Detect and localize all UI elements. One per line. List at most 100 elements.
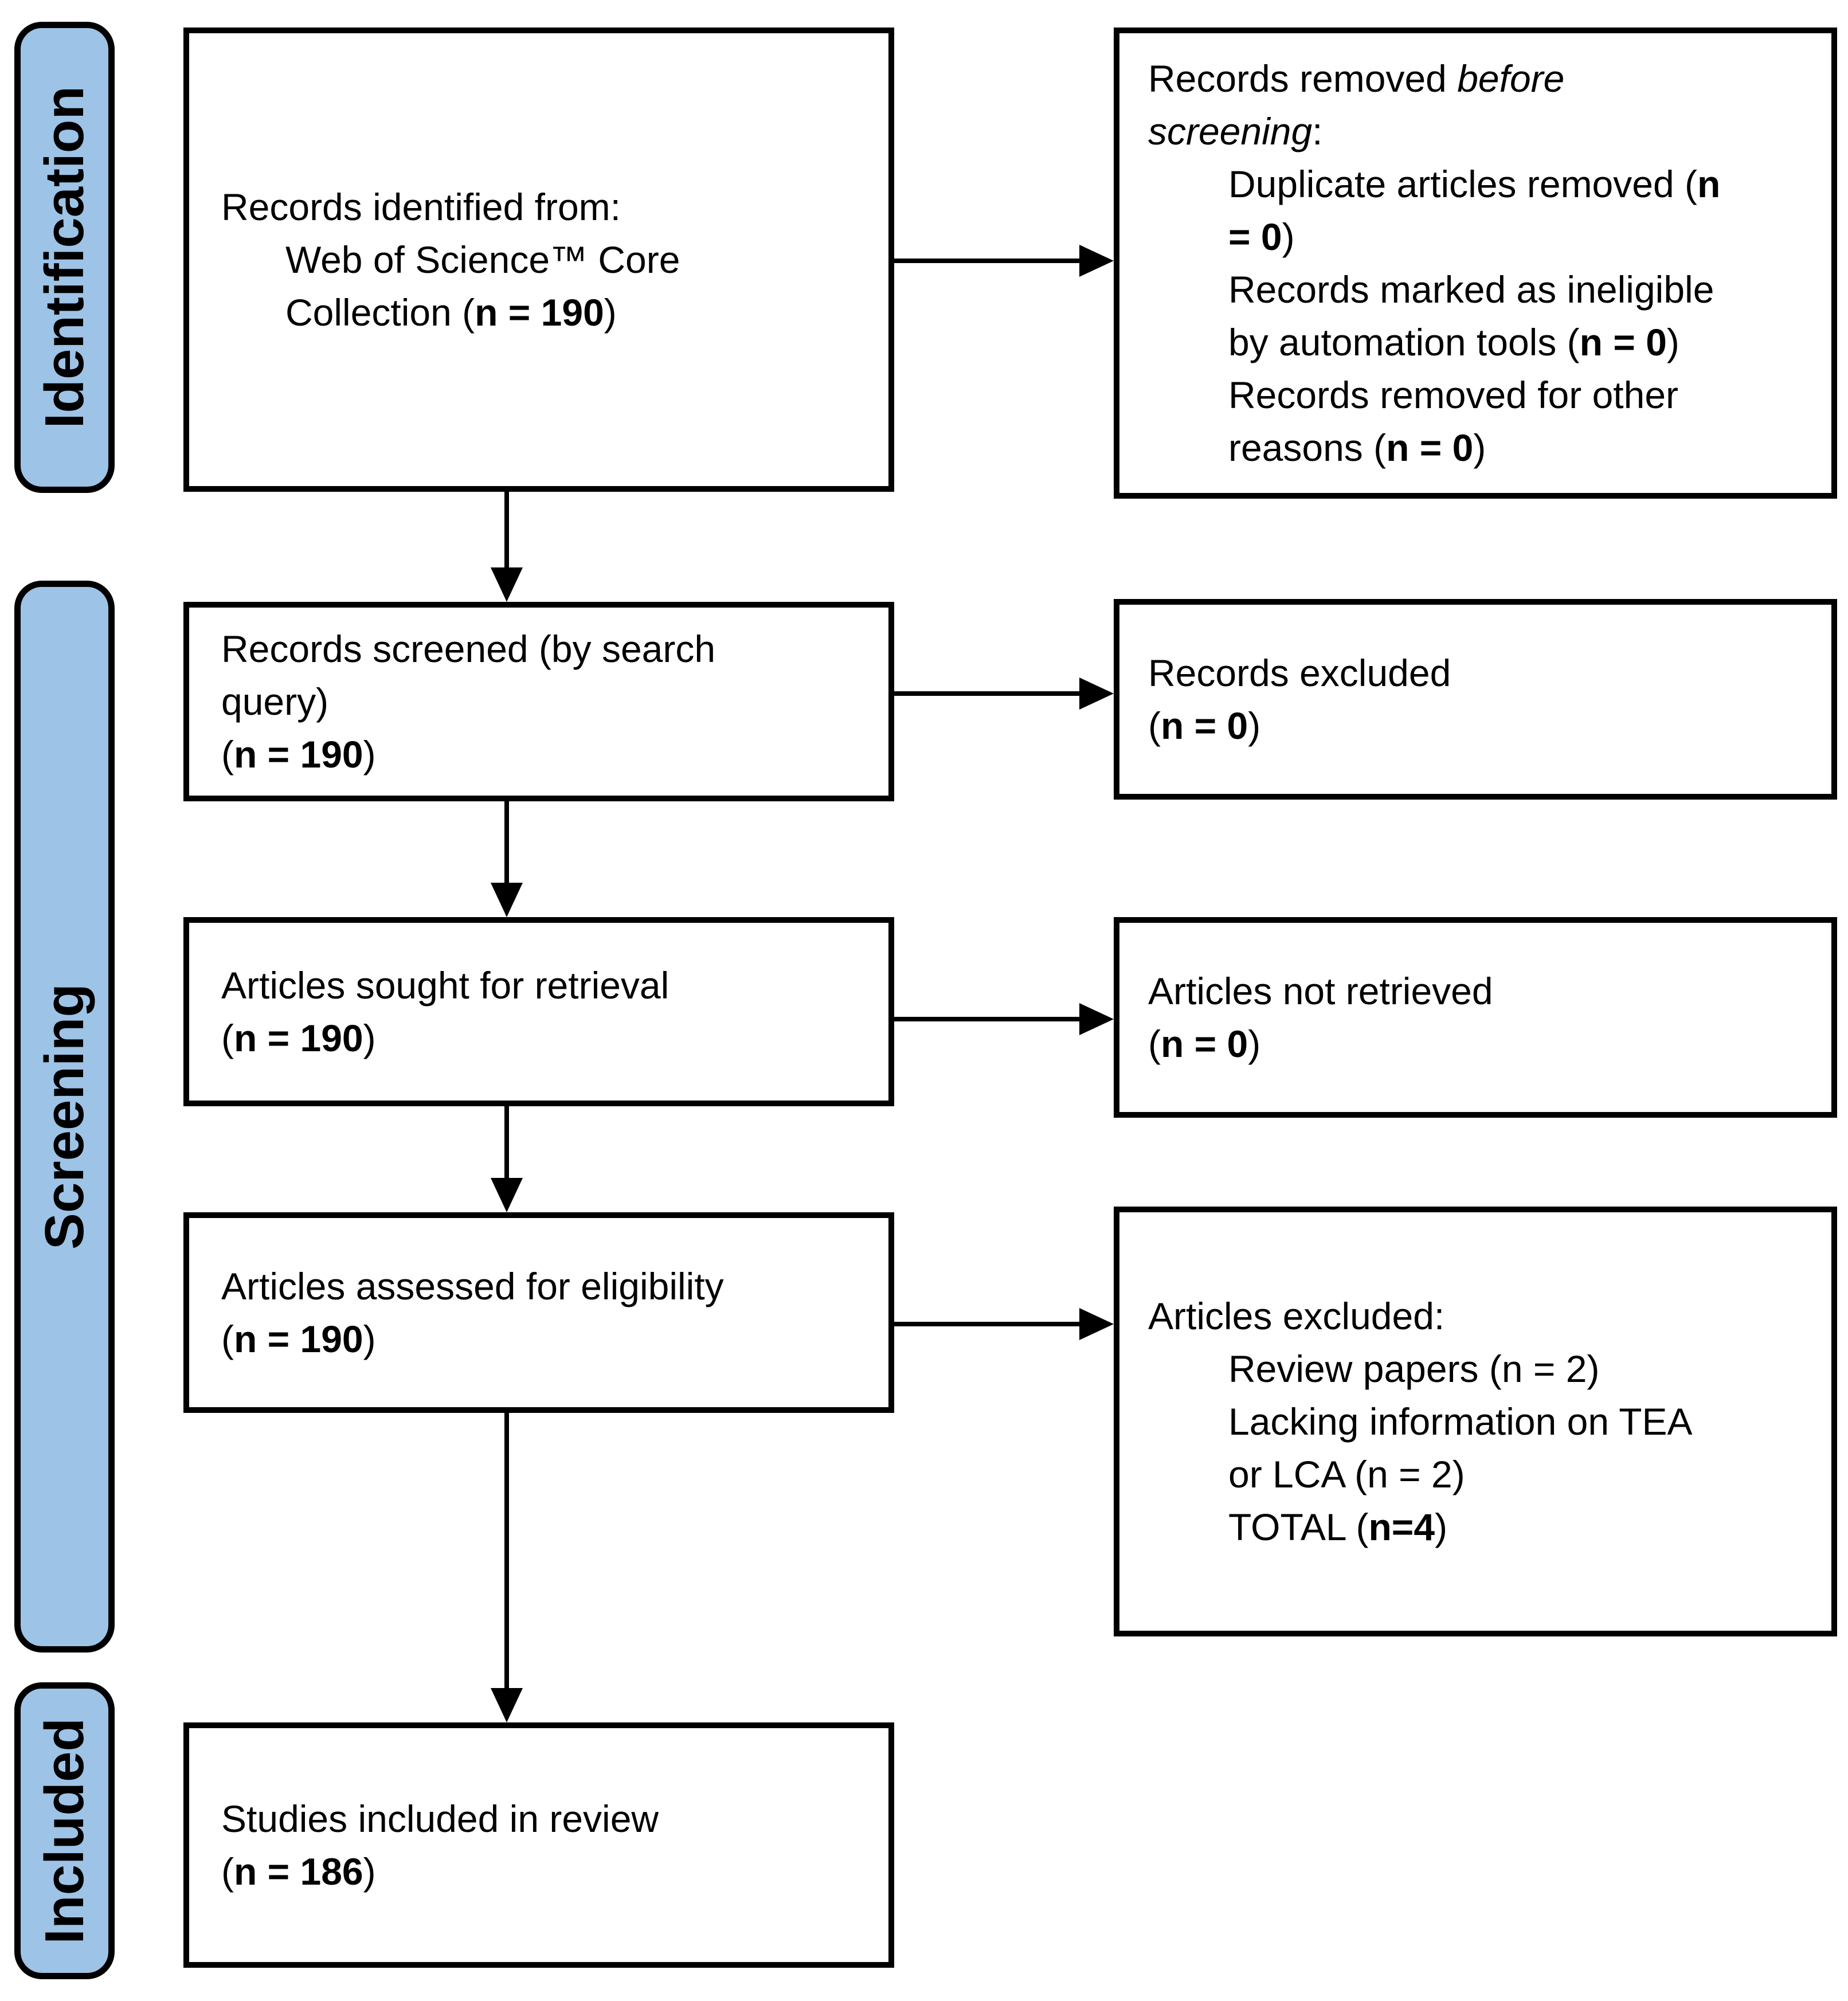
count-value: n = 186: [233, 1850, 363, 1893]
text-segment: Web of Science™ Core: [285, 238, 680, 281]
text-segment: Records identified from:: [221, 186, 621, 228]
arrow-sought-to-assessed-line: [504, 1106, 509, 1178]
text-line: Web of Science™ Core: [221, 233, 882, 286]
text-segment: Review papers (n = 2): [1228, 1348, 1600, 1390]
text-line: (n = 186): [221, 1845, 882, 1898]
text-segment: Lacking information on TEA: [1228, 1400, 1693, 1443]
box-articles-sought: Articles sought for retrieval (n = 190): [183, 917, 894, 1106]
count-value: n = 190: [233, 733, 363, 776]
text-segment: Duplicate articles removed (: [1228, 163, 1697, 205]
arrow-sought-to-not-retrieved-line: [894, 1017, 1079, 1021]
text-line: screening:: [1148, 105, 1824, 158]
stage-identification: Identification: [14, 22, 115, 493]
count-value: n = 0: [1160, 1023, 1248, 1065]
text-line: Articles not retrieved: [1148, 965, 1824, 1017]
text-segment: Articles assessed for eligibility: [221, 1265, 724, 1307]
text-line: query): [221, 675, 882, 728]
text-segment: Articles excluded:: [1148, 1295, 1445, 1337]
text-segment: ): [363, 1318, 376, 1360]
text-line: (n = 0): [1148, 1017, 1824, 1070]
text-line: by automation tools (n = 0): [1148, 316, 1824, 369]
text-line: (n = 190): [221, 728, 882, 781]
text-segment: (: [221, 1017, 234, 1059]
arrow-sought-to-assessed-head: [491, 1178, 523, 1212]
text-line: Articles excluded:: [1148, 1290, 1824, 1342]
text-line: Records marked as ineligible: [1148, 263, 1824, 316]
arrow-screened-to-excluded-head: [1079, 678, 1114, 710]
text-line: Duplicate articles removed (n: [1148, 158, 1824, 210]
stage-screening: Screening: [14, 581, 115, 1653]
arrow-assessed-to-articles-excluded-line: [894, 1322, 1079, 1326]
text-segment: Studies included in review: [221, 1798, 659, 1840]
text-line: Collection (n = 190): [221, 286, 882, 339]
text-line: Records screened (by search: [221, 622, 882, 675]
text-line: Records removed for other: [1148, 369, 1824, 421]
stage-included: Included: [14, 1682, 115, 1979]
box-records-screened-text: Records screened (by search query) (n = …: [189, 622, 888, 781]
box-studies-included-text: Studies included in review (n = 186): [189, 1792, 888, 1898]
text-segment: Records screened (by search: [221, 628, 716, 670]
count-value: n = 190: [233, 1318, 363, 1360]
arrow-assessed-to-included-head: [491, 1688, 523, 1722]
text-segment: by automation tools (: [1228, 321, 1580, 363]
text-segment: ): [1282, 216, 1295, 258]
text-line: Records excluded: [1148, 647, 1824, 699]
count-value: n = 190: [233, 1017, 363, 1059]
text-segment: Records removed: [1148, 57, 1458, 100]
text-segment: Records removed for other: [1228, 374, 1679, 416]
text-line: Articles assessed for eligibility: [221, 1260, 882, 1313]
stage-screening-label: Screening: [33, 983, 95, 1250]
box-records-identified-text: Records identified from: Web of Science™…: [189, 181, 888, 339]
text-segment: ): [604, 291, 617, 334]
text-segment: Collection (: [285, 291, 475, 334]
text-line: = 0): [1148, 210, 1824, 263]
count-value: n=4: [1368, 1506, 1435, 1548]
box-articles-not-retrieved-text: Articles not retrieved (n = 0): [1119, 965, 1831, 1070]
box-records-excluded: Records excluded (n = 0): [1114, 599, 1837, 800]
text-segment: (: [221, 1850, 234, 1893]
arrow-screened-to-sought-head: [491, 883, 523, 917]
text-line: Articles sought for retrieval: [221, 959, 882, 1012]
text-line: (n = 190): [221, 1012, 882, 1064]
text-segment: Articles not retrieved: [1148, 970, 1493, 1012]
text-segment: Articles sought for retrieval: [221, 964, 669, 1007]
box-articles-excluded: Articles excluded: Review papers (n = 2)…: [1114, 1207, 1837, 1636]
arrow-identified-to-removed-line: [894, 259, 1079, 263]
arrow-identified-to-removed-head: [1079, 245, 1114, 277]
count-value: n = 0: [1579, 321, 1667, 363]
text-segment: query): [221, 680, 329, 723]
box-records-identified: Records identified from: Web of Science™…: [183, 28, 894, 492]
box-articles-assessed-text: Articles assessed for eligibility (n = 1…: [189, 1260, 888, 1365]
arrow-identified-to-screened-line: [504, 492, 509, 567]
arrow-identified-to-screened-head: [491, 567, 523, 602]
text-line: Lacking information on TEA: [1148, 1395, 1824, 1448]
box-records-screened: Records screened (by search query) (n = …: [183, 602, 894, 801]
text-line: Records identified from:: [221, 181, 882, 233]
stage-identification-label: Identification: [33, 86, 95, 429]
text-segment-italic: screening: [1148, 110, 1313, 152]
text-segment: (: [1148, 1023, 1161, 1065]
arrow-screened-to-sought-line: [504, 801, 509, 883]
text-line: Review papers (n = 2): [1148, 1342, 1824, 1395]
text-segment: ): [1248, 1023, 1261, 1065]
box-records-excluded-text: Records excluded (n = 0): [1119, 647, 1831, 752]
box-articles-not-retrieved: Articles not retrieved (n = 0): [1114, 917, 1837, 1118]
text-segment: ): [1248, 704, 1261, 747]
count-value: n = 0: [1386, 426, 1474, 469]
box-records-removed-before-screening: Records removed before screening: Duplic…: [1114, 28, 1837, 499]
box-records-removed-text: Records removed before screening: Duplic…: [1119, 52, 1831, 474]
text-segment: (: [221, 1318, 234, 1360]
text-segment: ): [363, 1850, 376, 1893]
arrow-assessed-to-articles-excluded-head: [1079, 1308, 1114, 1340]
count-value: = 0: [1228, 216, 1282, 258]
text-segment: TOTAL (: [1228, 1506, 1369, 1548]
box-articles-sought-text: Articles sought for retrieval (n = 190): [189, 959, 888, 1064]
count-value: n = 190: [475, 291, 604, 334]
text-segment: ): [363, 1017, 376, 1059]
text-segment: ): [1666, 321, 1679, 363]
text-segment-italic: before: [1457, 57, 1565, 100]
text-segment: (: [221, 733, 234, 776]
text-segment: Records marked as ineligible: [1228, 268, 1714, 311]
text-line: or LCA (n = 2): [1148, 1448, 1824, 1501]
